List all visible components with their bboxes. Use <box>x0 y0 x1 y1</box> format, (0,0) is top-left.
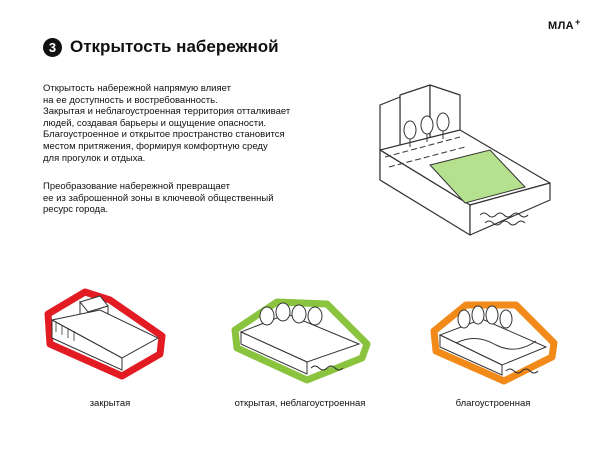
text-line: Закрытая и неблагоустроенная территория … <box>43 106 291 118</box>
logo-text: МЛА <box>548 20 575 32</box>
section-number-badge: 3 <box>43 38 62 57</box>
text-line: людей, создавая барьеры и ощущение опасн… <box>43 117 267 129</box>
text-line: Открытость набережной напрямую влияет <box>43 83 231 94</box>
text-line: местом притяжения, формируя комфортную с… <box>43 140 268 152</box>
improved-embankment-sketch-icon <box>430 301 558 385</box>
caption-improved: благоустроенная <box>455 398 531 409</box>
text-line: для прогулок и отдыха. <box>43 152 146 164</box>
text-line: Благоустроенное и открытое пространство … <box>43 129 285 141</box>
open-unimproved-embankment-sketch-icon <box>231 298 371 384</box>
conclusion-paragraph: Преобразование набережной превращает ее … <box>43 181 274 216</box>
text-line: ее из заброшенной зоны в ключевой общест… <box>43 192 274 204</box>
caption-open-unimproved: открытая, неблагоустроенная <box>234 398 366 409</box>
brand-logo: МЛА+ <box>548 17 581 32</box>
intro-paragraph: Открытость набережной напрямую влияет на… <box>43 83 290 164</box>
page-title: Открытость набережной <box>70 37 279 56</box>
embankment-section-sketch-icon <box>379 84 551 236</box>
text-line: ресурс города. <box>43 204 108 216</box>
caption-closed: закрытая <box>89 398 131 409</box>
logo-plus: + <box>575 17 581 27</box>
text-line: на ее доступность и востребованность. <box>43 94 218 106</box>
text-line: Преобразование набережной превращает <box>43 181 230 192</box>
closed-embankment-sketch-icon <box>44 288 166 380</box>
